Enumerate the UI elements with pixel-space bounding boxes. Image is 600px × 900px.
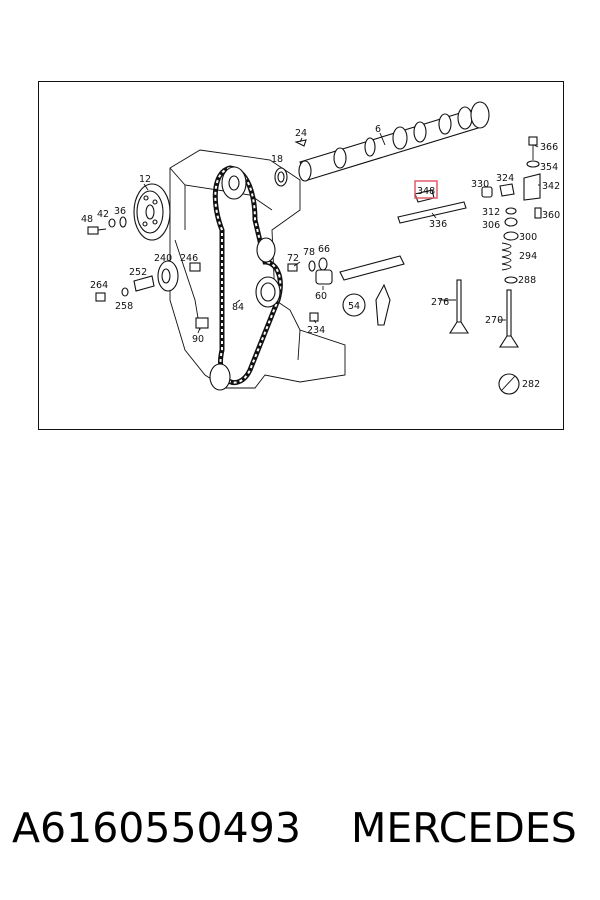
label-36: 36 <box>114 206 126 217</box>
label-360: 360 <box>542 210 560 221</box>
caption: A6160550493 MERCEDES <box>0 800 600 870</box>
parts-84-90-234 <box>195 312 319 329</box>
label-12: 12 <box>139 174 151 185</box>
label-276: 276 <box>431 297 449 308</box>
label-54: 54 <box>348 301 360 312</box>
label-270: 270 <box>485 315 503 326</box>
part-54-shaft <box>339 255 405 326</box>
label-366: 366 <box>540 142 558 153</box>
label-306: 306 <box>482 220 500 231</box>
label-258: 258 <box>115 301 133 312</box>
label-348: 348 <box>417 186 435 197</box>
label-66: 66 <box>318 244 330 255</box>
part-240-gear <box>157 260 201 292</box>
label-342: 342 <box>542 181 560 192</box>
parts-366-354-342-360 <box>523 136 542 219</box>
label-294: 294 <box>519 251 537 262</box>
valve-spring-stack <box>501 207 519 284</box>
parts-48-42-36-bolt-washers <box>87 216 127 235</box>
leader-lines <box>143 132 540 334</box>
label-246: 246 <box>180 253 198 264</box>
brand-text: MERCEDES <box>351 804 577 852</box>
label-300: 300 <box>519 232 537 243</box>
label-282: 282 <box>522 379 540 390</box>
label-90: 90 <box>192 334 204 345</box>
highlight-348 <box>414 180 438 199</box>
timing-chain-drawing <box>209 165 283 391</box>
parts-276-270-valves <box>448 279 520 348</box>
label-330: 330 <box>471 179 489 190</box>
label-6: 6 <box>375 124 381 135</box>
label-48: 48 <box>81 214 93 225</box>
label-264: 264 <box>90 280 108 291</box>
part-336-rocker-shaft <box>397 201 467 224</box>
label-78: 78 <box>303 247 315 258</box>
part-12-sprocket <box>133 183 171 241</box>
part-number-text: A6160550493 <box>12 804 301 852</box>
label-18: 18 <box>271 154 283 165</box>
label-84: 84 <box>232 302 244 313</box>
label-354: 354 <box>540 162 558 173</box>
label-42: 42 <box>97 209 109 220</box>
label-252: 252 <box>129 267 147 278</box>
label-240: 240 <box>154 253 172 264</box>
label-72: 72 <box>287 253 299 264</box>
part-282-tool <box>498 373 520 395</box>
parts-diagram: 6 24 18 12 36 42 48 240 246 252 264 258 … <box>38 81 564 430</box>
label-24: 24 <box>295 128 307 139</box>
parts-72-78-66-60 <box>287 257 333 285</box>
label-234: 234 <box>307 325 325 336</box>
label-60: 60 <box>315 291 327 302</box>
label-336: 336 <box>429 219 447 230</box>
camshaft-drawing <box>298 101 490 182</box>
label-312: 312 <box>482 207 500 218</box>
parts-330-324 <box>481 183 515 198</box>
parts-252-258-264 <box>95 275 155 302</box>
label-288: 288 <box>518 275 536 286</box>
label-324: 324 <box>496 173 514 184</box>
